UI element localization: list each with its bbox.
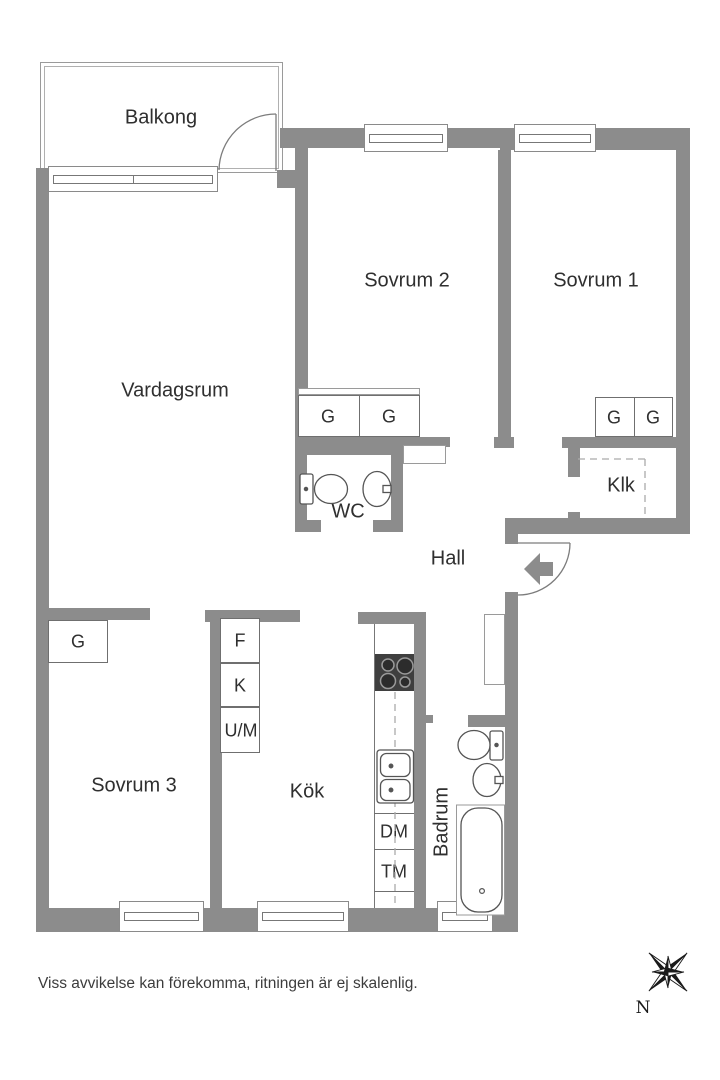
wall [373, 520, 403, 532]
room-label-vardagsrum: Vardagsrum [121, 379, 229, 402]
wall [676, 128, 690, 534]
wall [505, 534, 518, 544]
wall [494, 437, 514, 448]
room-label-klk: Klk [607, 474, 635, 497]
wardrobe-rail-sovrum2 [298, 388, 420, 395]
wardrobe-sovrum2 [298, 395, 420, 437]
appliance-um [220, 707, 260, 753]
wc-sink [362, 470, 392, 508]
wall [505, 727, 518, 932]
room-label-sovrum3: Sovrum 3 [91, 774, 177, 797]
wall [505, 592, 518, 715]
appliance-um-label: U/M [224, 720, 258, 741]
wall [562, 437, 676, 448]
wardrobe-label: G [70, 631, 86, 652]
wall [468, 715, 518, 727]
bathtub [456, 804, 505, 916]
wardrobe-label: G [606, 407, 622, 428]
dishwasher-label: DM [380, 821, 408, 842]
window-sovrum3 [119, 901, 204, 932]
wall [391, 455, 403, 532]
wall [505, 518, 690, 534]
window-sovrum1 [514, 124, 596, 152]
disclaimer-text: Viss avvikelse kan förekomma, ritningen … [38, 975, 418, 992]
wall [498, 150, 511, 438]
wall [568, 512, 580, 518]
wardrobe-label: G [645, 407, 661, 428]
counter-line [374, 813, 414, 815]
wall [36, 168, 49, 932]
room-label-balkong: Balkong [124, 106, 198, 129]
wardrobe-sovrum3 [48, 620, 108, 663]
wall [295, 520, 321, 532]
washer-label: TM [381, 861, 407, 882]
wall [568, 448, 580, 477]
room-label-sovrum1: Sovrum 1 [553, 269, 639, 292]
appliance-f [220, 618, 260, 663]
wall [210, 610, 222, 908]
wc-toilet [299, 473, 349, 505]
counter-line [374, 891, 414, 893]
appliance-k-label: K [233, 675, 247, 696]
counter-line [374, 849, 414, 851]
bathroom-toilet [457, 729, 504, 761]
wall [414, 624, 426, 908]
wardrobe-label: G [381, 406, 397, 427]
window-sovrum2 [364, 124, 448, 152]
wall [48, 608, 150, 620]
bathroom-sink [472, 762, 504, 798]
window-vardagsrum [48, 166, 218, 192]
room-label-kok: Kök [289, 780, 325, 803]
entrance-door [517, 542, 571, 596]
stove [375, 654, 414, 691]
wall [295, 148, 308, 448]
window-badrum [437, 901, 493, 932]
room-label-hall: Hall [430, 547, 466, 570]
appliance-f-label: F [234, 630, 246, 651]
entrance-arrow-icon [524, 553, 553, 585]
hall-cabinet [484, 614, 505, 685]
wc-shelf [403, 445, 446, 464]
wardrobe-label: G [320, 406, 336, 427]
room-label-badrum: Badrum [430, 786, 453, 858]
wardrobe-sovrum1 [595, 397, 673, 437]
room-label-sovrum2: Sovrum 2 [364, 269, 450, 292]
wall [295, 447, 403, 455]
wall [295, 437, 450, 447]
room-label-wc: WC [331, 500, 365, 523]
wall [426, 715, 433, 723]
appliance-k [220, 663, 260, 707]
compass-north-label: N [635, 998, 651, 1018]
window-kok [257, 901, 349, 932]
